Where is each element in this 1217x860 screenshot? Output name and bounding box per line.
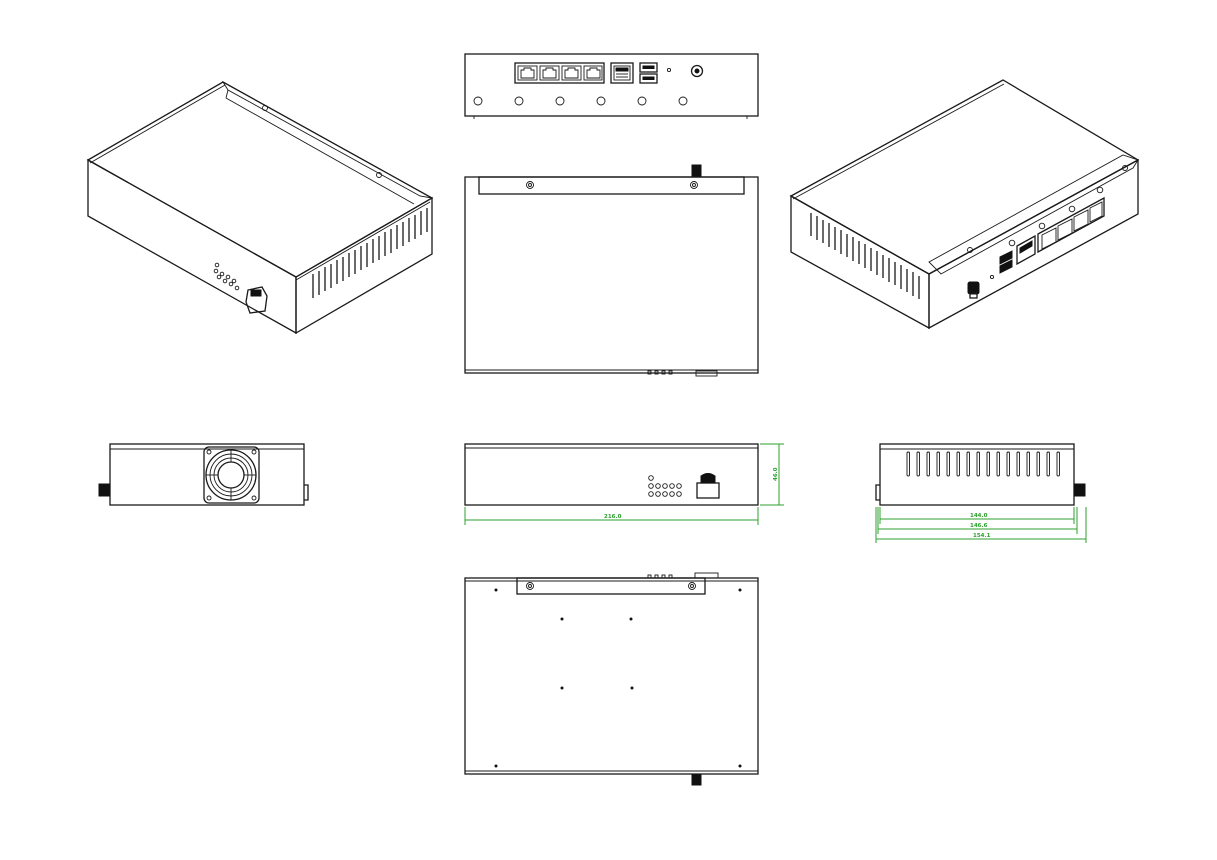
lan-port-group [514, 62, 605, 84]
top-view-bottom-details [647, 370, 718, 377]
dim-width-outer-label: 154.1 [973, 533, 991, 539]
bottom-view-antenna-stub [691, 774, 702, 786]
iso-right-console-port [1016, 234, 1036, 266]
power-jack [690, 64, 704, 78]
bottom-view [464, 572, 759, 786]
iso-left-led-holes [213, 262, 240, 291]
side-right-connector [1073, 483, 1086, 497]
dim-width-mid: 146.6 [877, 507, 1078, 534]
bottom-view-mount-points [494, 588, 742, 768]
side-view-left [98, 443, 309, 506]
rear-panel-view [464, 53, 759, 119]
dim-height-label: 46.0 [773, 467, 779, 481]
dim-length: 216.0 [464, 507, 759, 525]
iso-view-right [789, 79, 1140, 330]
lan-port-1 [517, 65, 538, 81]
iso-right-lan-ports [1037, 196, 1105, 254]
usb-ports [639, 62, 658, 84]
lan-port-2 [539, 65, 560, 81]
dim-width-inner: 144.0 [879, 507, 1075, 524]
bottom-view-top-details [647, 572, 719, 579]
top-view [464, 164, 759, 377]
iso-left-connector [245, 286, 268, 314]
dim-width-inner-label: 144.0 [970, 513, 988, 519]
iso-view-left [86, 80, 434, 335]
reset-hole [666, 67, 672, 73]
dim-height: 46.0 [760, 443, 784, 506]
iso-right-antenna-connector [967, 281, 980, 299]
iso-right-screw-holes [1008, 186, 1104, 247]
side-left-connector [98, 483, 111, 497]
side-view-right: 144.0 146.6 154.1 [875, 443, 1087, 543]
side-right-vents [906, 451, 1060, 477]
dim-width-outer: 154.1 [875, 507, 1087, 543]
rear-screw-holes [473, 96, 688, 106]
iso-right-vents [810, 213, 920, 299]
front-connector [696, 473, 720, 499]
dim-length-label: 216.0 [604, 514, 622, 520]
iso-left-vents [312, 208, 428, 298]
iso-right-usb-ports [999, 250, 1013, 274]
dim-width-mid-label: 146.6 [970, 523, 988, 529]
lan-port-4 [583, 65, 603, 81]
front-view: 216.0 46.0 [464, 443, 784, 525]
console-port [610, 62, 634, 84]
lan-port-3 [561, 65, 582, 81]
front-led-holes [648, 475, 682, 497]
fan-grille [203, 446, 260, 504]
top-view-antenna-stub [691, 164, 702, 177]
